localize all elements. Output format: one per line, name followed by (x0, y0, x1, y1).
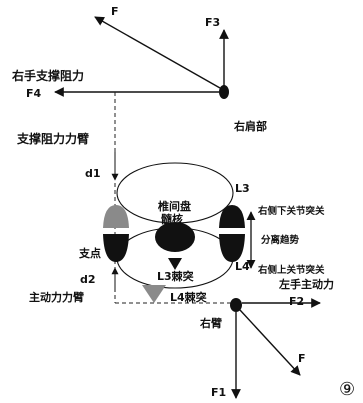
label-l3-spinous: L3棘突 (157, 270, 194, 283)
label-d2: d2 (80, 273, 96, 286)
nucleus-pulposus (155, 222, 195, 252)
arm-point (230, 298, 242, 312)
label-separation-trend: 分离趋势 (261, 235, 300, 246)
label-nucleus: 髓核 (161, 213, 183, 226)
l3-spinous-process (168, 258, 182, 270)
label-right-upper-facet: 右侧上关节突关 (258, 265, 325, 276)
label-force-top-left: F (111, 5, 119, 18)
left-facet-upper (103, 205, 129, 228)
label-d1: d1 (85, 167, 101, 180)
label-l4-spinous: L4棘突 (170, 291, 207, 304)
right-facet-lower (219, 234, 245, 262)
left-facet-lower (103, 234, 129, 262)
l4-spinous-process (142, 285, 166, 303)
label-fulcrum: 支点 (79, 247, 101, 260)
label-f1: F1 (211, 386, 227, 399)
label-f3: F3 (205, 16, 221, 29)
label-right-lower-facet: 右侧下关节突关 (258, 206, 325, 217)
label-right-hand-support-resistance: 右手支撑阻力 (12, 69, 85, 83)
label-l4: L4 (235, 260, 250, 273)
force-arrow-bottom-right (239, 309, 301, 376)
figure-number: ⑨ (339, 379, 356, 400)
label-l3: L3 (235, 182, 250, 195)
label-f2: F2 (289, 295, 305, 308)
label-active-force-arm: 主动力力臂 (29, 291, 84, 304)
shoulder-point (219, 85, 229, 99)
label-right-shoulder: 右肩部 (234, 120, 267, 133)
label-right-arm: 右臂 (200, 317, 222, 330)
label-left-hand-active-force: 左手主动力 (279, 278, 334, 291)
label-f4: F4 (26, 87, 42, 100)
label-f-bottom-right: F (298, 352, 306, 365)
right-facet-upper (219, 205, 245, 228)
label-disc: 椎间盘 (158, 200, 191, 213)
force-arrow-top-left (94, 16, 221, 89)
label-support-resistance-arm: 支撑阻力力臂 (17, 132, 90, 146)
